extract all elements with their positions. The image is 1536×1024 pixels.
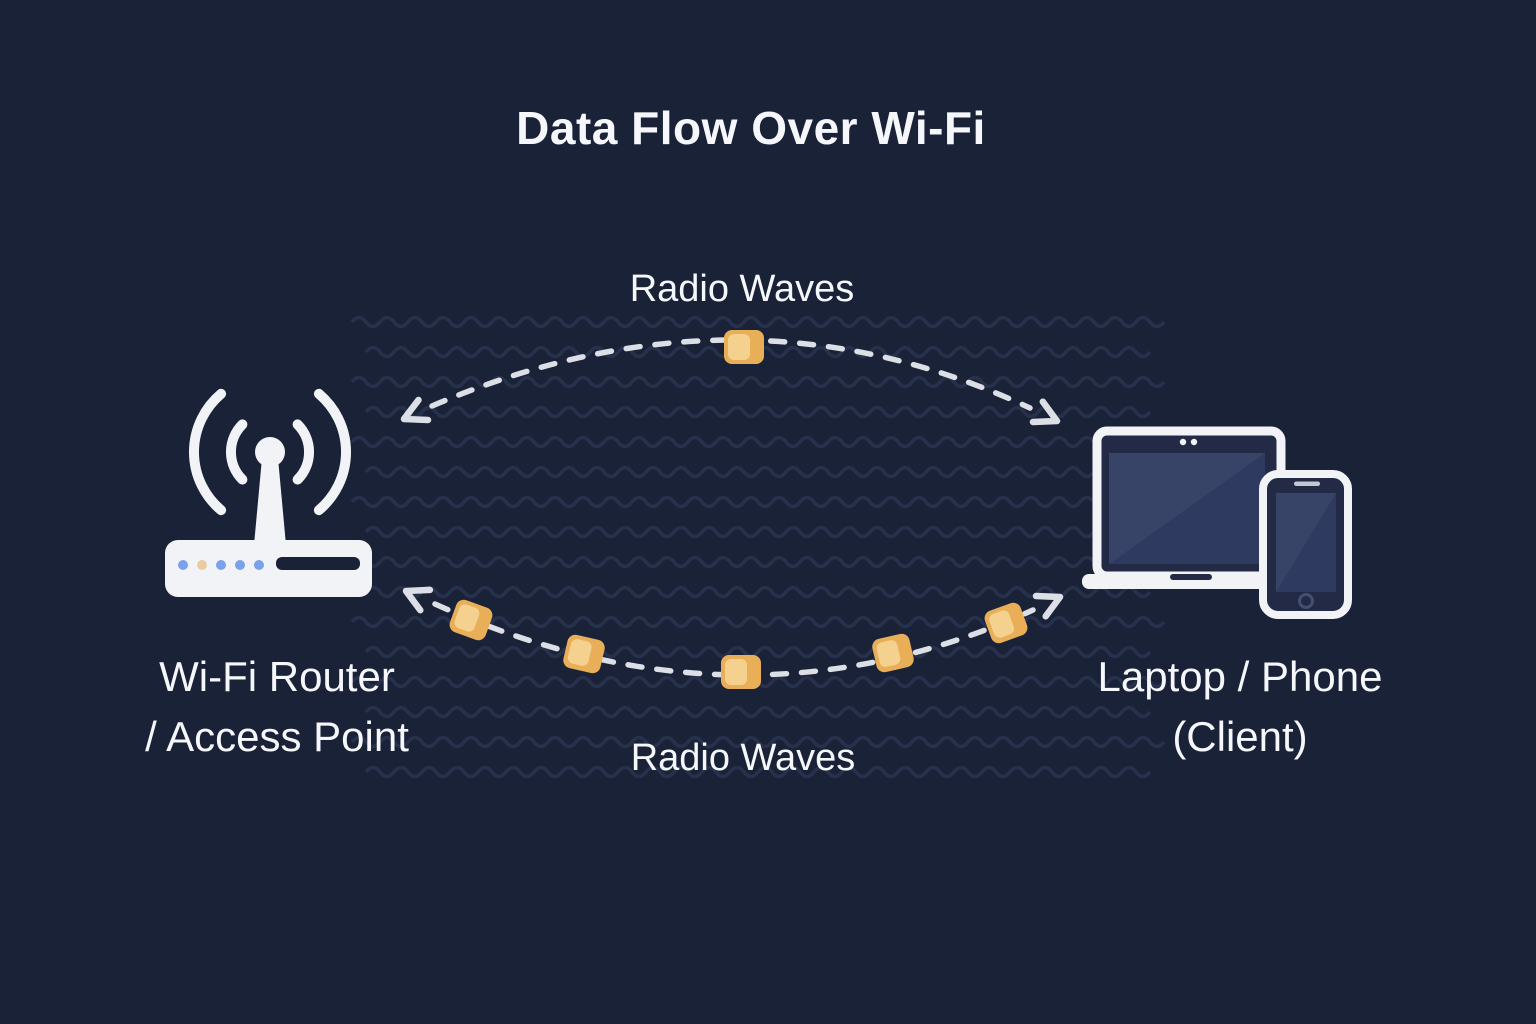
data-packet-icon: [449, 599, 493, 641]
laptop-base: [1082, 574, 1270, 589]
bottom-arrow-left-icon: [402, 586, 434, 614]
top-arrow-left-icon: [400, 396, 432, 424]
signal-waves-icon: [189, 388, 351, 516]
client-label-line2: (Client): [1172, 713, 1308, 760]
router-led-lights: [178, 560, 264, 570]
data-packet-icon: [872, 633, 914, 673]
wave-texture: [350, 315, 1166, 779]
bottom-radio-link: [402, 586, 1064, 689]
router-label: Wi-Fi Router / Access Point: [145, 647, 409, 767]
bottom-dashed-arc: [432, 601, 1036, 678]
phone-speaker: [1294, 481, 1320, 486]
data-packet-icon: [984, 602, 1028, 644]
laptop-icon: [1082, 426, 1286, 589]
top-arrow-right-icon: [1029, 398, 1061, 426]
router-body: [165, 540, 372, 597]
camera-dot: [1190, 438, 1198, 446]
phone-home-button: [1298, 593, 1314, 609]
top-link-label: Radio Waves: [629, 268, 855, 310]
router-vent-slot: [276, 557, 360, 570]
camera-dot: [1179, 438, 1187, 446]
phone-icon: [1259, 470, 1352, 619]
client-label-line1: Laptop / Phone: [1097, 653, 1383, 700]
bottom-link-label: Radio Waves: [630, 737, 856, 779]
bottom-arrow-right-icon: [1032, 592, 1064, 620]
client-label: Laptop / Phone (Client): [1098, 647, 1383, 767]
router-label-line2: / Access Point: [145, 713, 409, 760]
diagram-title: Data Flow Over Wi-Fi: [516, 102, 986, 154]
data-packet-icon: [721, 655, 761, 689]
data-packet-icon: [563, 634, 605, 674]
router-label-line1: Wi-Fi Router: [159, 653, 395, 700]
top-radio-link: [400, 330, 1061, 426]
antenna-stem: [254, 458, 286, 545]
client-devices: [1082, 426, 1352, 619]
top-dashed-arc: [429, 337, 1033, 411]
data-packet-icon: [724, 330, 764, 364]
laptop-base-notch: [1170, 574, 1212, 580]
wifi-router-icon: [165, 388, 372, 597]
